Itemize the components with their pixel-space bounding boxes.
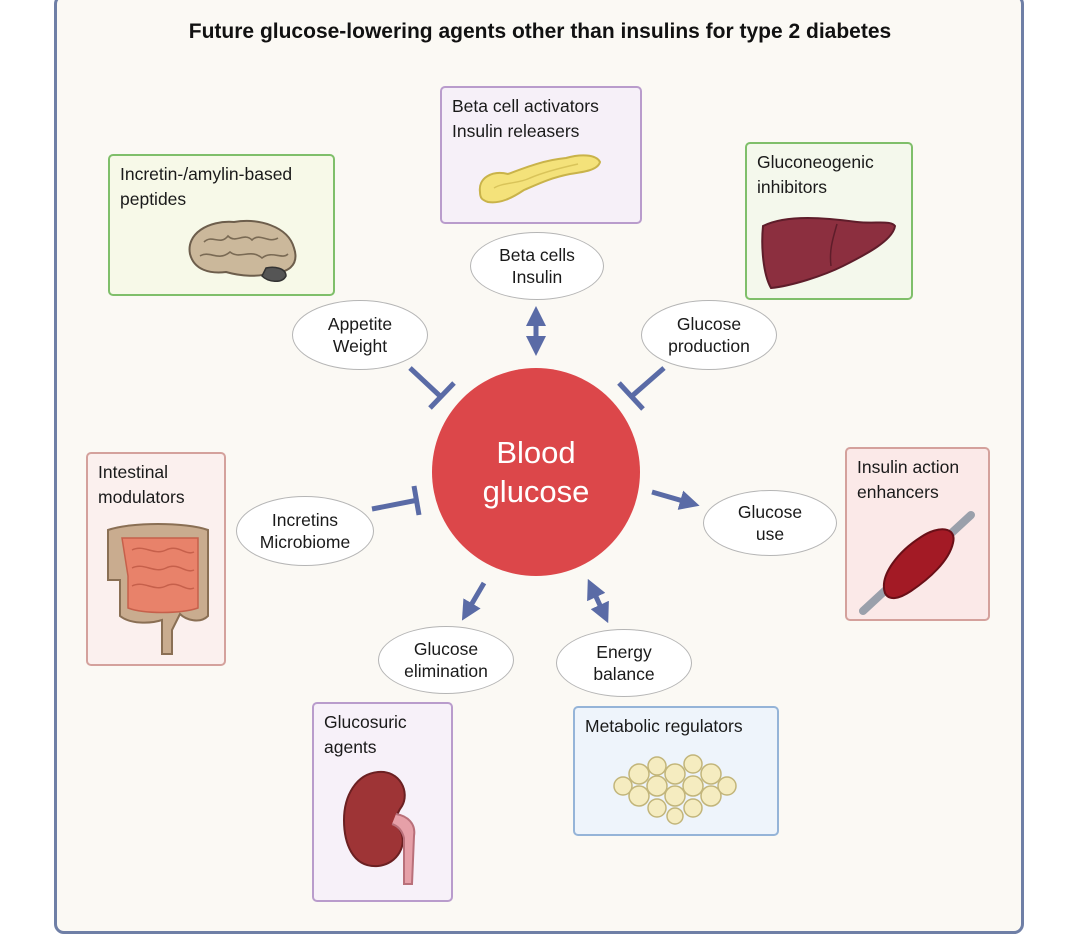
kidney-icon [342, 770, 416, 885]
glucose-production-inhibition-connector [617, 366, 666, 411]
ellipse-label: Microbiome [259, 532, 351, 552]
glucosuric-agents-box: Glucosuric agents [312, 702, 453, 902]
ellipse-label: Glucose [413, 639, 479, 659]
beta-cell-activators-box: Beta cell activators Insulin releasers [440, 86, 642, 224]
box-label: Incretin-/amylin-based [120, 164, 293, 184]
ellipse-label: Glucose [737, 502, 803, 522]
box-label: inhibitors [757, 177, 828, 197]
ellipse-label: Energy [596, 642, 652, 662]
glucose-production-ellipse: Glucose production [641, 300, 777, 370]
metabolic-regulators-box: Metabolic regulators [573, 706, 779, 836]
glucose-elimination-ellipse: Glucose elimination [378, 626, 514, 694]
box-label: Insulin action [857, 457, 960, 477]
incretins-inhibition-connector [371, 485, 422, 516]
ellipse-label: Beta cells [499, 245, 575, 265]
energy-balance-ellipse: Energy balance [556, 629, 692, 697]
energy-balance-double-arrow [587, 578, 609, 624]
box-label: modulators [98, 487, 185, 507]
diagram-title: Future glucose-lowering agents other tha… [188, 20, 892, 43]
muscle-icon [859, 511, 975, 615]
ellipse-label: use [755, 524, 785, 544]
ellipse-label: Glucose [676, 314, 742, 334]
ellipse-label: production [668, 336, 750, 356]
appetite-inhibition-connector [408, 366, 456, 410]
glucose-use-ellipse: Glucose use [703, 490, 837, 556]
center-label-line1: Blood [496, 435, 576, 470]
ellipse-label: balance [593, 664, 655, 684]
ellipse-label: elimination [404, 661, 488, 681]
box-label: agents [324, 737, 377, 757]
box-label: enhancers [857, 482, 939, 502]
ellipse-label: Insulin [511, 267, 563, 287]
liver-icon [761, 217, 897, 290]
intestine-icon [107, 523, 209, 655]
ellipse-label: Appetite [327, 314, 393, 334]
incretins-microbiome-ellipse: Incretins Microbiome [236, 496, 374, 566]
blood-glucose-center: Blood glucose [432, 368, 640, 576]
box-label: Insulin releasers [452, 121, 580, 141]
box-label: Glucosuric [324, 712, 407, 732]
gluconeogenic-inhibitors-box: Gluconeogenic inhibitors [745, 142, 913, 300]
insulin-action-enhancers-box: Insulin action enhancers [845, 447, 990, 621]
box-label: peptides [120, 189, 187, 209]
adipose-tissue-icon [613, 754, 737, 825]
glucose-use-arrow [651, 489, 700, 510]
brain-icon [188, 220, 297, 282]
ellipse-label: Incretins [271, 510, 339, 530]
ellipse-label: Weight [332, 336, 388, 356]
appetite-weight-ellipse: Appetite Weight [292, 300, 428, 370]
box-label: Intestinal [98, 462, 169, 482]
glucose-elimination-arrow [461, 581, 487, 621]
incretin-amylin-box: Incretin-/amylin-based peptides [108, 154, 335, 296]
center-label-line2: glucose [482, 474, 590, 509]
box-label: Metabolic regulators [585, 716, 743, 736]
beta-cells-insulin-ellipse: Beta cells Insulin [470, 232, 604, 300]
box-label: Beta cell activators [452, 96, 599, 116]
intestinal-modulators-box: Intestinal modulators [86, 452, 226, 666]
box-label: Gluconeogenic [757, 152, 874, 172]
pancreas-icon [478, 154, 602, 204]
